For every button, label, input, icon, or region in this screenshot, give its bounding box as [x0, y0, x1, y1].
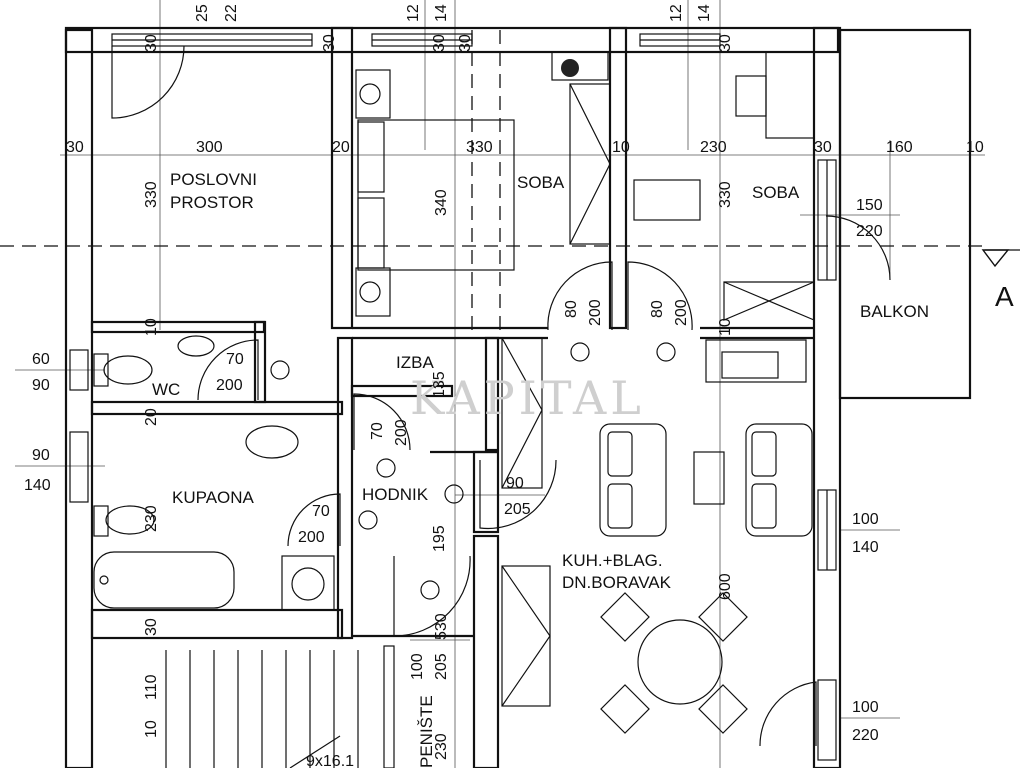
room-label-poslovni-1: POSLOVNI [170, 170, 257, 189]
dim-d205-e: 205 [433, 653, 450, 680]
watermark-text: KAPITAL [410, 371, 645, 425]
dim-top-30a: 30 [143, 34, 160, 52]
room-label-stepeniste: PENIŠTE [417, 695, 436, 768]
dim-v10-b: 10 [717, 318, 734, 336]
dim-d200-wc: 200 [216, 377, 243, 394]
walls [64, 26, 972, 768]
dimension-lines [15, 0, 985, 768]
dim-d90-h: 90 [506, 475, 524, 492]
room-label-kuhinja-1: KUH.+BLAG. [562, 551, 663, 570]
dim-stair-note: 9x16.1 [306, 753, 354, 768]
dim-v195: 195 [431, 525, 448, 552]
room-label-poslovni-2: PROSTOR [170, 193, 254, 212]
dimension-labels: 25 22 12 14 12 14 30 30 30 30 30 30 300 … [24, 4, 984, 768]
dim-row-10a: 10 [612, 139, 630, 156]
furniture [93, 51, 815, 768]
dim-w100-b: 100 [852, 699, 879, 716]
dim-top-30e: 30 [321, 34, 338, 52]
dim-w100-a: 100 [852, 511, 879, 528]
dim-w140-a: 140 [852, 539, 879, 556]
dim-d70-izba: 70 [369, 422, 386, 440]
dim-d200-k: 200 [298, 529, 325, 546]
room-label-soba-1: SOBA [517, 173, 565, 192]
dim-row-160: 160 [886, 139, 913, 156]
room-label-kupaona: KUPAONA [172, 488, 255, 507]
dim-row-20: 20 [332, 139, 350, 156]
dim-top-12a: 12 [405, 4, 422, 22]
room-label-wc: WC [152, 380, 180, 399]
dim-d80-b: 80 [649, 300, 666, 318]
section-marker-a: A [995, 281, 1014, 312]
dim-top-14a: 14 [433, 4, 450, 22]
room-label-balkon: BALKON [860, 302, 929, 321]
dim-d200-a: 200 [587, 299, 604, 326]
dim-v-340: 340 [433, 189, 450, 216]
windows [69, 33, 837, 761]
dim-row-230: 230 [700, 139, 727, 156]
dim-v-330-poslovni: 330 [143, 181, 160, 208]
dim-v10-st: 10 [143, 720, 160, 738]
dim-w-150: 150 [856, 197, 883, 214]
dim-v10-a: 10 [143, 318, 160, 336]
section-line-a: A [0, 245, 1020, 312]
dim-row-330: 330 [466, 139, 493, 156]
room-labels: POSLOVNI PROSTOR SOBA SOBA BALKON WC IZB… [152, 170, 929, 768]
room-label-izba: IZBA [396, 353, 434, 372]
dim-top-22: 22 [223, 4, 240, 22]
dim-w220-b: 220 [852, 727, 879, 744]
dim-v110: 110 [143, 674, 160, 700]
dim-d200-b: 200 [673, 299, 690, 326]
dim-v230-st: 230 [433, 733, 450, 760]
dim-v20: 20 [143, 408, 160, 426]
dim-top-25: 25 [194, 4, 211, 22]
dim-d70-k: 70 [312, 503, 330, 520]
dim-v135: 135 [431, 371, 448, 398]
room-label-hodnik: HODNIK [362, 485, 429, 504]
dim-v30-bottom: 30 [143, 618, 160, 636]
dim-v530: 530 [433, 613, 450, 640]
dim-d70-wc: 70 [226, 351, 244, 368]
room-label-kuhinja-2: DN.BORAVAK [562, 573, 672, 592]
dim-top-30c: 30 [457, 34, 474, 52]
dim-row-300: 300 [196, 139, 223, 156]
dim-v230-k: 230 [143, 505, 160, 532]
dim-w-220: 220 [856, 223, 883, 240]
dim-w90-k: 90 [32, 447, 50, 464]
room-label-soba-2: SOBA [752, 183, 800, 202]
dim-top-30d: 30 [717, 34, 734, 52]
dim-row-30-left: 30 [66, 139, 84, 156]
dim-d80-a: 80 [563, 300, 580, 318]
dim-top-12b: 12 [668, 4, 685, 22]
dim-d200-izba: 200 [393, 419, 410, 446]
dim-d205-h: 205 [504, 501, 531, 518]
dim-d100-e: 100 [409, 653, 426, 680]
dim-row-10b: 10 [966, 139, 984, 156]
dim-row-30-right: 30 [814, 139, 832, 156]
dim-w90: 90 [32, 377, 50, 394]
dim-w140-k: 140 [24, 477, 51, 494]
shaft-dashes [471, 30, 501, 330]
doors [111, 45, 891, 747]
dim-v-330-soba: 330 [717, 181, 734, 208]
dim-top-30b: 30 [431, 34, 448, 52]
dim-v600: 600 [717, 573, 734, 600]
dim-w60: 60 [32, 351, 50, 368]
dim-top-14b: 14 [696, 4, 713, 22]
